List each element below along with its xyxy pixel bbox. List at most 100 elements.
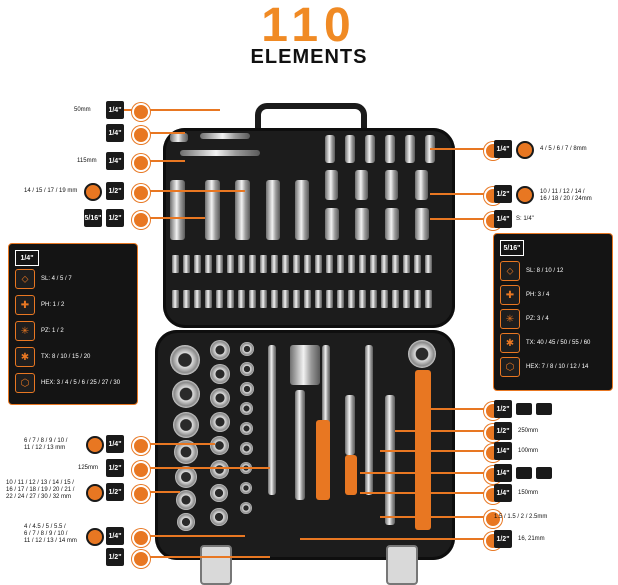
screwdriver-bit [403,255,410,273]
leader-line [145,217,205,219]
screwdriver-bit [282,255,289,273]
leader-line [380,450,490,452]
leader-line [145,190,245,192]
socket-1-2 [210,364,230,384]
phillips-bit-icon: ✚ [15,295,35,315]
callout-dot [132,485,150,503]
drive-box: 1/2" [494,422,512,440]
pozidriv-bit-icon: ✳ [500,309,520,329]
screwdriver-bit [381,255,388,273]
screwdriver-bit [194,290,201,308]
screwdriver-bit [370,255,377,273]
socket [415,170,428,200]
extension-bar [322,345,330,475]
leader-line [145,556,270,558]
hex-bit-icon: ⬡ [15,373,35,393]
socket [385,135,395,163]
socket-1-4 [240,422,253,435]
drive-box: 1/4" [494,484,512,502]
drive-box: 1/2" [106,209,124,227]
extension-bar [268,345,276,495]
page-subtitle: ELEMENTS [250,46,368,68]
socket [355,208,369,240]
screwdriver-bit [271,255,278,273]
label-1-4-sockets: 6 / 7 / 8 / 9 / 10 / 11 / 12 / 13 mm [24,438,68,451]
ratchet-icon [516,403,532,415]
extension-50mm [200,133,250,139]
leader-line [145,443,215,445]
drive-box: 1/2" [494,185,512,203]
socket-1-2 [210,340,230,360]
socket-1-2 [172,380,200,408]
teeth-icon [536,403,552,415]
screwdriver-bit [172,255,179,273]
case-latch-right [386,545,418,585]
panel-row: ✱TX: 8 / 10 / 15 / 20 [15,347,131,367]
teeth-icon [536,467,552,479]
screwdriver-bit [238,255,245,273]
case-latch-left [200,545,232,585]
socket-1-4 [240,382,254,396]
socket-1-2 [210,508,228,526]
screwdriver-bit [414,290,421,308]
screwdriver-bit [337,290,344,308]
callout-dot [132,550,150,568]
screwdriver-bit [370,290,377,308]
screwdriver-bit [293,255,300,273]
screwdriver-bit [260,290,267,308]
label-deep-sizes: 14 / 15 / 17 / 19 mm [24,188,78,194]
ratchet-head-large [408,340,436,368]
socket [355,170,368,200]
leader-line [430,148,490,150]
leader-line [430,193,490,195]
label-spark-plug: 16, 21mm [518,536,545,542]
socket-icon [86,528,104,546]
socket-1-4 [240,402,253,415]
screwdriver-bit [183,290,190,308]
panel-row: ✱TX: 40 / 45 / 50 / 55 / 60 [500,333,606,353]
drive-box: 1/2" [106,459,124,477]
deep-socket [170,180,185,240]
socket-1-2 [210,460,229,479]
drive-box: 1/2" [106,548,124,566]
socket [325,170,338,200]
screwdriver-bit [392,290,399,308]
leader-line [360,492,490,494]
screwdriver-bit [216,290,223,308]
label-115mm: 115mm [77,158,97,164]
socket-row [290,345,320,385]
panel-row: ⬡HEX: 3 / 4 / 5 / 6 / 25 / 27 / 30 [15,373,131,393]
screwdriver-bit [348,290,355,308]
label-50mm: 50mm [74,107,91,113]
leader-line [430,218,490,220]
adapter-50mm [170,133,188,142]
leader-line [395,430,490,432]
drive-box: 1/4" [494,140,512,158]
extension-115mm [180,150,260,156]
screwdriver-bit [249,290,256,308]
socket [325,135,335,163]
callout-dot [132,154,150,172]
bits-panel-right: 5/16" ⬦SL: 8 / 10 / 12 ✚PH: 3 / 4 ✳PZ: 3… [493,233,613,391]
socket [325,208,339,240]
socket-1-2 [175,466,197,488]
screwdriver-bit [183,255,190,273]
panel-head: 5/16" [500,240,524,256]
drive-box: 1/2" [494,400,512,418]
label-150mm: 150mm [518,490,539,496]
screwdriver-bit [348,255,355,273]
screwdriver-bit [425,290,432,308]
extension-bar [295,390,305,500]
screwdriver-bit [227,255,234,273]
deep-socket [266,180,280,240]
screwdriver-bit [260,255,267,273]
drive-box: 1/4" [106,101,124,119]
drive-box: 1/4" [106,435,124,453]
flat-bit-icon: ⬦ [500,261,520,281]
callout-dot [132,211,150,229]
socket-icon [516,141,534,159]
leader-line [120,109,220,111]
socket-1-4 [240,502,252,514]
leader-line [145,160,185,162]
panel-head: 1/4" [15,250,39,266]
